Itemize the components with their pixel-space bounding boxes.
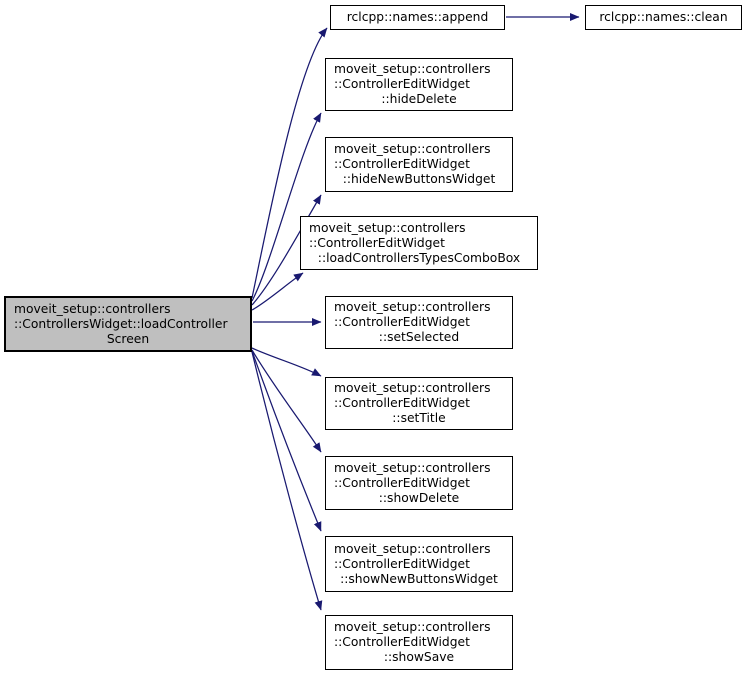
node-setTitle[interactable]: moveit_setup::controllers::ControllerEdi… <box>325 377 513 430</box>
node-hideDelete[interactable]: moveit_setup::controllers::ControllerEdi… <box>325 58 513 111</box>
node-label-line: ::hideDelete <box>381 92 457 106</box>
node-label-line: rclcpp::names::append <box>346 10 489 24</box>
node-label-line: moveit_setup::controllers <box>14 301 171 316</box>
node-showDelete[interactable]: moveit_setup::controllers::ControllerEdi… <box>325 456 513 510</box>
node-showSave[interactable]: moveit_setup::controllers::ControllerEdi… <box>325 615 513 670</box>
node-label-line: ::ControllerEditWidget <box>334 635 470 649</box>
node-label-line: ::hideNewButtonsWidget <box>342 172 496 186</box>
node-label-line: ::ControllerEditWidget <box>334 396 470 410</box>
node-label-line: ::ControllerEditWidget <box>334 475 470 490</box>
node-setSelected[interactable]: moveit_setup::controllers::ControllerEdi… <box>325 296 513 349</box>
node-label-line: ::showSave <box>383 650 455 664</box>
node-clean[interactable]: rclcpp::names::clean <box>585 5 742 30</box>
edge-loadControllerScreen-to-hideDelete <box>251 112 322 302</box>
node-label-line: ::setSelected <box>378 330 460 344</box>
node-append[interactable]: rclcpp::names::append <box>330 5 505 30</box>
node-label-line: moveit_setup::controllers <box>309 220 466 235</box>
node-label-line: moveit_setup::controllers <box>334 381 491 395</box>
edge-loadControllerScreen-to-loadControllersTypesComboBox <box>251 272 304 311</box>
node-label-line: rclcpp::names::clean <box>599 10 728 24</box>
node-label-line: ::ControllerEditWidget <box>334 157 470 171</box>
node-loadControllersTypesComboBox[interactable]: moveit_setup::controllers::ControllerEdi… <box>300 216 538 270</box>
node-label-line: ::showDelete <box>378 490 460 505</box>
node-loadControllerScreen[interactable]: moveit_setup::controllers::ControllersWi… <box>4 296 252 352</box>
node-label-line: Screen <box>106 331 150 346</box>
edge-loadControllerScreen-to-setTitle <box>251 347 322 377</box>
node-showNewButtonsWidget[interactable]: moveit_setup::controllers::ControllerEdi… <box>325 536 513 592</box>
node-hideNewButtonsWidget[interactable]: moveit_setup::controllers::ControllerEdi… <box>325 137 513 192</box>
node-label-line: moveit_setup::controllers <box>334 142 491 156</box>
node-label-line: moveit_setup::controllers <box>334 460 491 475</box>
node-label-line: ::loadControllersTypesComboBox <box>317 250 521 265</box>
node-label-line: ::ControllerEditWidget <box>334 77 470 91</box>
edge-loadControllerScreen-to-showDelete <box>251 349 322 453</box>
node-label-line: moveit_setup::controllers <box>334 620 491 634</box>
node-label-line: ::ControllerEditWidget <box>334 315 470 329</box>
node-label-line: moveit_setup::controllers <box>334 62 491 76</box>
node-label-line: moveit_setup::controllers <box>334 541 491 556</box>
node-label-line: ::ControllerEditWidget <box>334 556 470 571</box>
node-label-line: ::ControllerEditWidget <box>309 235 445 250</box>
node-label-line: ::setTitle <box>392 411 446 425</box>
edge-loadControllerScreen-to-showNewButtonsWidget <box>251 350 322 532</box>
edge-loadControllerScreen-to-showSave <box>251 351 323 611</box>
node-label-line: ::showNewButtonsWidget <box>340 571 498 586</box>
node-label-line: ::ControllersWidget::loadController <box>14 316 228 331</box>
node-label-line: moveit_setup::controllers <box>334 300 491 314</box>
